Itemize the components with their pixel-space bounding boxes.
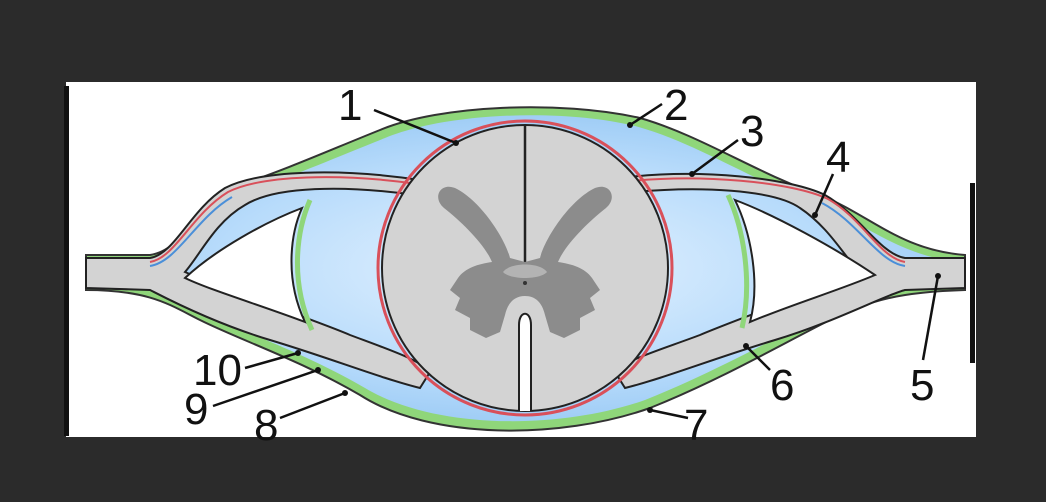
leader-5	[921, 275, 940, 361]
leader-3	[691, 138, 739, 176]
right-gap-green-border	[725, 193, 750, 329]
right-root-pia-line	[621, 177, 906, 263]
label-5: 5	[910, 361, 934, 410]
dot-4	[812, 212, 818, 218]
left-ganglion-gap	[183, 206, 307, 324]
right-ganglion-gap	[733, 198, 878, 324]
commissure-light-area	[503, 264, 547, 278]
leader-dots	[295, 122, 941, 413]
panel-right-edge	[970, 183, 975, 363]
right-root-arachnoid-line	[821, 202, 906, 267]
leader-2	[629, 102, 663, 127]
dot-1	[453, 140, 459, 146]
anterior-median-fissure	[518, 312, 532, 411]
label-2: 2	[664, 81, 688, 130]
dot-5	[935, 273, 941, 279]
leader-10	[244, 351, 299, 370]
leader-7	[649, 408, 689, 420]
left-nerve-root	[85, 171, 432, 390]
label-10: 10	[193, 346, 242, 395]
label-4: 4	[826, 133, 850, 182]
leader-4	[813, 173, 835, 216]
spinal-cord-pia	[376, 119, 674, 417]
label-7: 7	[684, 401, 708, 450]
number-labels: 1 2 3 4 5 6 7 8 9 10	[184, 81, 934, 450]
leader-lines	[212, 102, 940, 420]
grey-matter	[438, 186, 612, 338]
label-3: 3	[740, 107, 764, 156]
central-canal	[523, 281, 527, 285]
label-1: 1	[338, 81, 362, 130]
dot-8	[342, 390, 348, 396]
left-root-arachnoid-line	[149, 196, 233, 267]
dot-3	[689, 171, 695, 177]
label-8: 8	[254, 401, 278, 450]
dot-2	[627, 122, 633, 128]
label-6: 6	[770, 361, 794, 410]
leader-9	[212, 368, 319, 408]
leader-8	[279, 391, 346, 420]
dot-10	[295, 350, 301, 356]
dot-7	[647, 407, 653, 413]
dot-6	[743, 343, 749, 349]
panel-left-edge	[64, 86, 69, 436]
dot-9	[315, 367, 321, 373]
leader-1	[373, 108, 457, 145]
label-9: 9	[184, 385, 208, 434]
leader-6	[745, 345, 771, 371]
left-root-pia-line	[149, 176, 419, 263]
left-gap-green-border	[295, 198, 315, 332]
